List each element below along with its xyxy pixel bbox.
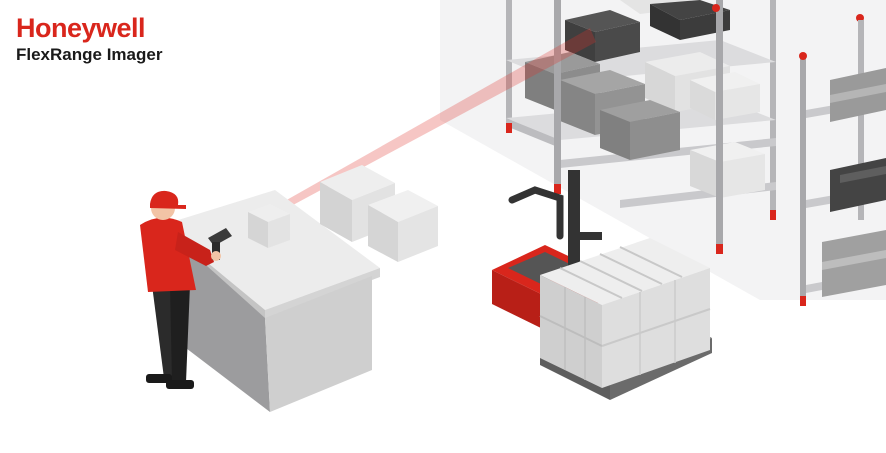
warehouse-shelving [799,20,886,306]
product-name: FlexRange Imager [16,45,163,64]
cardboard-box [690,72,760,120]
warehouse-worker [140,190,232,389]
cardboard-box [822,230,886,297]
brand-header: Honeywell FlexRange Imager [16,14,162,66]
cardboard-box [565,10,640,62]
handheld-scanner [208,228,232,261]
cardboard-box [830,158,886,212]
cardboard-box [690,142,765,198]
cardboard-box [368,190,438,262]
honeywell-logo: Honeywell [16,13,146,43]
cardboard-box [539,238,711,388]
cardboard-box [248,204,290,248]
cardboard-box [600,100,680,160]
cardboard-box [830,68,886,122]
laser-beam [225,28,596,240]
warehouse-shelving [506,0,864,254]
packing-table [162,190,380,412]
